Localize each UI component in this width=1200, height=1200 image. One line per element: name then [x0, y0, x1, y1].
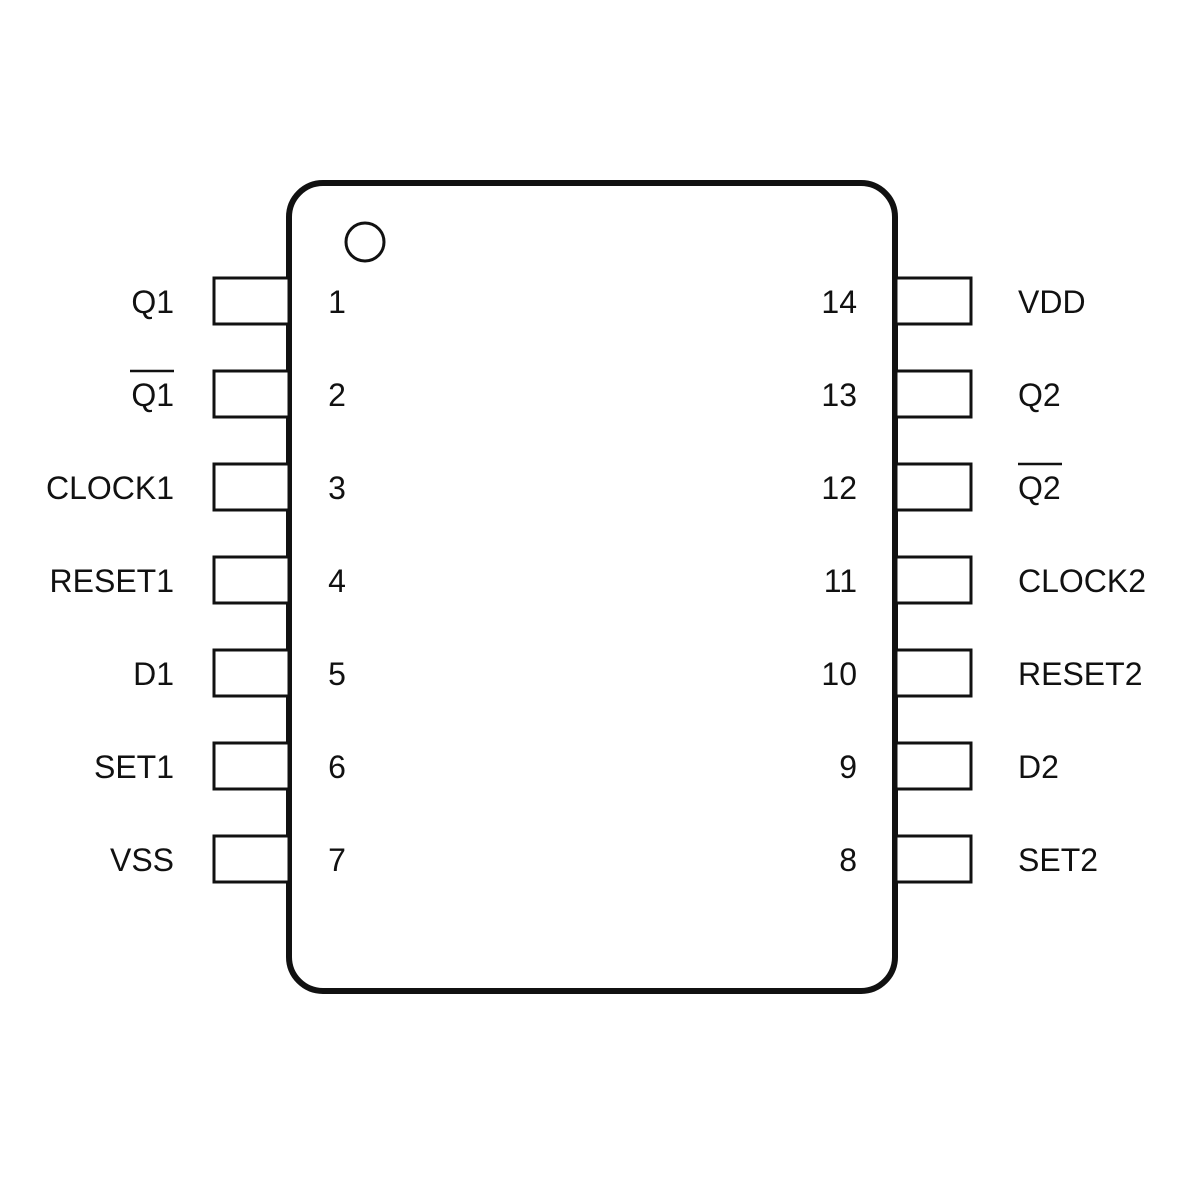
pin-2-label: Q1: [131, 377, 174, 413]
pin-3-number: 3: [328, 470, 346, 506]
pin-14-lead: [894, 276, 973, 326]
chip-body: [286, 180, 898, 994]
pin-2-q1-bar: 2 Q1: [130, 369, 346, 419]
pin-9-label: D2: [1018, 749, 1059, 785]
pin-7-number: 7: [328, 842, 346, 878]
pin-13-label: Q2: [1018, 377, 1061, 413]
pin-8-number: 8: [839, 842, 857, 878]
pin-1-q1: 1 Q1: [131, 276, 346, 326]
pin-9-number: 9: [839, 749, 857, 785]
pin-10-label: RESET2: [1018, 656, 1142, 692]
pin-7-label: VSS: [110, 842, 174, 878]
pin-10-number: 10: [821, 656, 857, 692]
pin-2-number: 2: [328, 377, 346, 413]
pin-10-reset2: 10 RESET2: [821, 648, 1142, 698]
pin-12-number: 12: [821, 470, 857, 506]
pin-13-number: 13: [821, 377, 857, 413]
pin-14-vdd: 14 VDD: [821, 276, 1086, 326]
pin-9-d2: 9 D2: [839, 741, 1059, 791]
pin-14-number: 14: [821, 284, 857, 320]
pin-10-lead: [894, 648, 973, 698]
pin-13-lead: [894, 369, 973, 419]
pin-11-number: 11: [824, 563, 857, 599]
pin-14-label: VDD: [1018, 284, 1086, 320]
pin-1-lead: [212, 276, 291, 326]
pin-12-label: Q2: [1018, 470, 1061, 506]
pin-5-label: D1: [133, 656, 174, 692]
pin-1-label: Q1: [131, 284, 174, 320]
pin-6-label: SET1: [94, 749, 174, 785]
pin-5-d1: 5 D1: [133, 648, 346, 698]
pin-5-lead: [212, 648, 291, 698]
pin-11-clock2: 11 CLOCK2: [824, 555, 1146, 605]
pin-3-clock1: 3 CLOCK1: [46, 462, 346, 512]
pin-4-label: RESET1: [50, 563, 174, 599]
pin-2-lead: [212, 369, 291, 419]
pin-1-number: 1: [328, 284, 346, 320]
pin-12-q2-bar: 12 Q2: [821, 462, 1062, 512]
pin-4-number: 4: [328, 563, 346, 599]
pin-6-set1: 6 SET1: [94, 741, 346, 791]
pin-7-lead: [212, 834, 291, 884]
pin-11-lead: [894, 555, 973, 605]
pin-13-q2: 13 Q2: [821, 369, 1061, 419]
pin1-orientation-dot: [344, 221, 386, 263]
pin-5-number: 5: [328, 656, 346, 692]
pin-4-lead: [212, 555, 291, 605]
pin-11-label: CLOCK2: [1018, 563, 1146, 599]
pin-3-lead: [212, 462, 291, 512]
pin-8-label: SET2: [1018, 842, 1098, 878]
pin-3-label: CLOCK1: [46, 470, 174, 506]
pin-7-vss: 7 VSS: [110, 834, 346, 884]
pin-4-reset1: 4 RESET1: [50, 555, 346, 605]
pin-9-lead: [894, 741, 973, 791]
pin-12-lead: [894, 462, 973, 512]
pin-8-lead: [894, 834, 973, 884]
pin-6-lead: [212, 741, 291, 791]
pin-6-number: 6: [328, 749, 346, 785]
pin-8-set2: 8 SET2: [839, 834, 1098, 884]
